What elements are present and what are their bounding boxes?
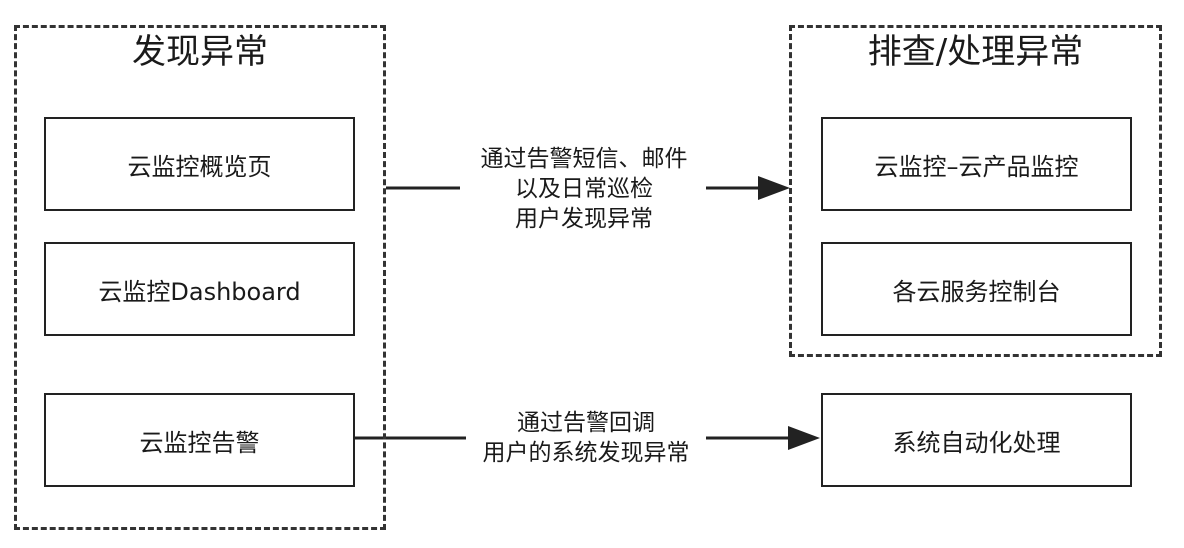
alarm-node: 云监控告警 — [44, 393, 355, 487]
dashboard-node: 云监控Dashboard — [44, 242, 355, 336]
consoles-node: 各云服务控制台 — [821, 242, 1132, 336]
discover-group-title: 发现异常 — [132, 32, 268, 72]
lower-edge-label: 通过告警回调 用户的系统发现异常 — [466, 408, 706, 468]
product-monitor-node: 云监控–云产品监控 — [821, 117, 1132, 211]
upper-edge-label-line-2: 以及日常巡检 — [515, 176, 653, 202]
upper-edge-label: 通过告警短信、邮件 以及日常巡检 用户发现异常 — [462, 144, 706, 234]
overview-node: 云监控概览页 — [44, 117, 355, 211]
upper-edge-label-line-3: 用户发现异常 — [515, 206, 653, 232]
troubleshoot-group: 排查/处理异常 — [789, 25, 1162, 357]
discover-group: 发现异常 — [14, 25, 386, 530]
lower-edge-label-line-1: 通过告警回调 — [517, 410, 655, 436]
auto-process-node: 系统自动化处理 — [821, 393, 1132, 487]
lower-edge-label-line-2: 用户的系统发现异常 — [482, 440, 690, 466]
upper-edge-label-line-1: 通过告警短信、邮件 — [480, 146, 688, 172]
upper-arrowhead — [758, 176, 790, 200]
lower-arrowhead — [788, 426, 820, 450]
troubleshoot-group-title: 排查/处理异常 — [867, 32, 1084, 72]
